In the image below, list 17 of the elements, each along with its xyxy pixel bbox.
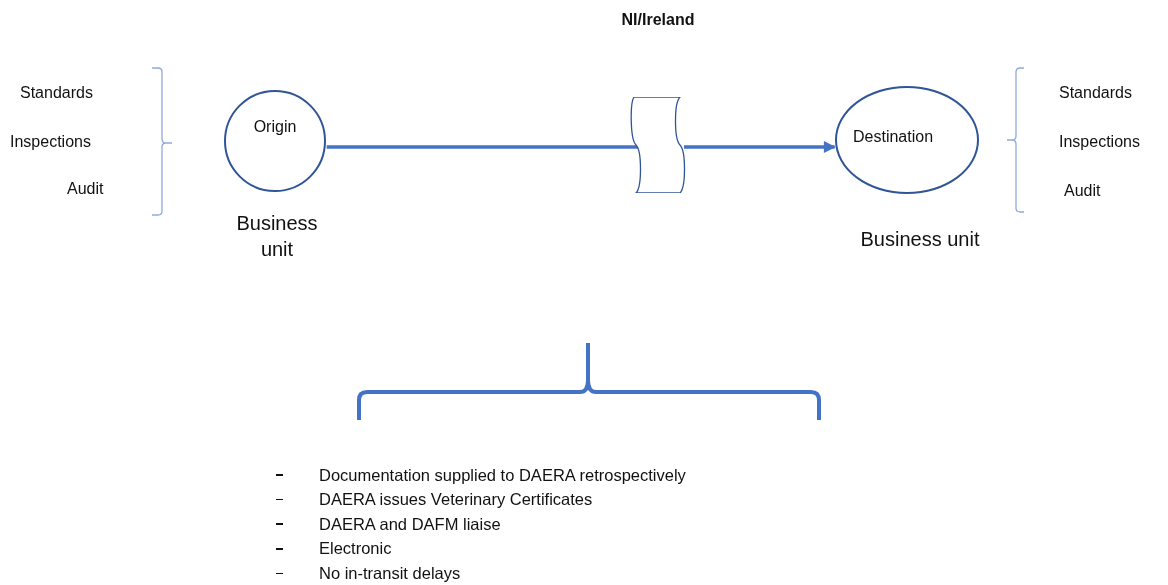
list-item: DAERA and DAFM liaise [319,514,501,534]
node-caption: Business unit [859,227,981,252]
node-label: Destination [853,128,934,146]
label: Standards [20,84,93,102]
node-caption: Business unit [235,211,319,262]
list-item: DAERA issues Veterinary Certificates [319,490,593,510]
label: Audit [1064,182,1101,200]
label: Inspections [10,133,91,151]
arrow [684,141,836,153]
label: Audit [67,180,104,198]
border-heading: NI/Ireland [621,11,695,29]
list-item: Electronic [319,539,392,559]
label: Standards [1059,84,1132,102]
node-label: Origin [253,118,297,136]
list-item: No in-transit delays [319,563,461,583]
label: Inspections [1059,133,1140,151]
list-item: Documentation supplied to DAERA retrospectively [319,465,686,485]
